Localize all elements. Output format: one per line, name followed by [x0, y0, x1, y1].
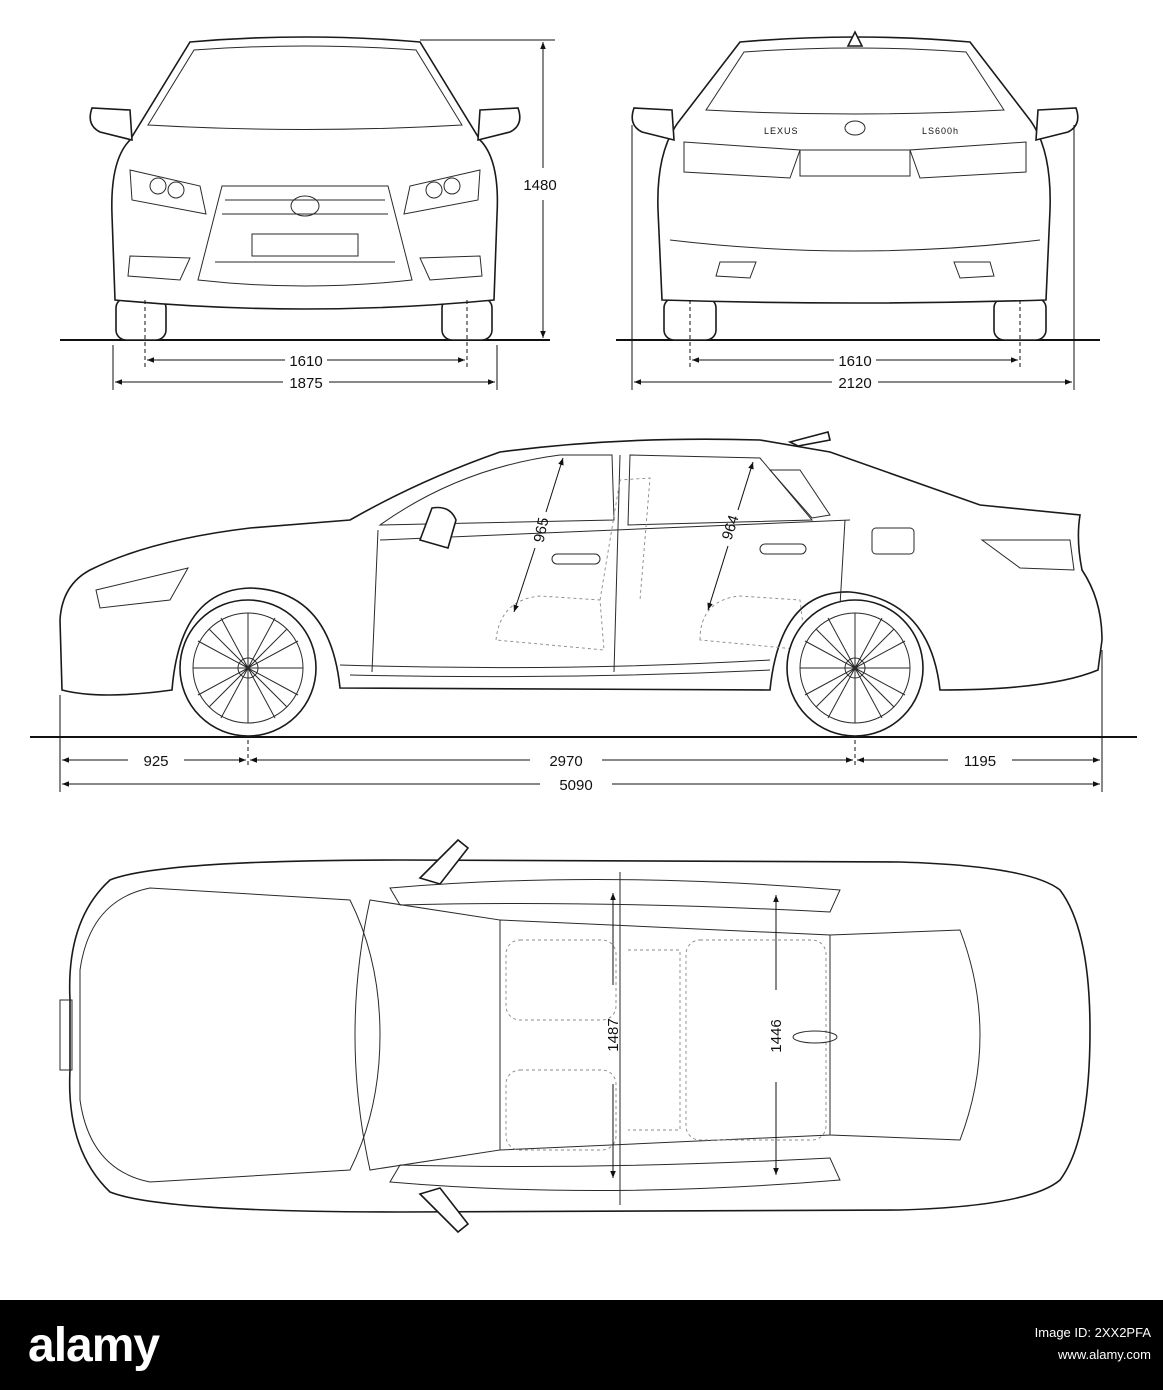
footer-brand-logo: alamy	[28, 1319, 160, 1372]
overall-height-label: 1480	[523, 177, 556, 194]
rear-model-badge: LS600h	[922, 126, 959, 136]
car-blueprint-drawing: 1610 1875 1480 LEXUS LS600h	[30, 30, 1137, 1234]
front-track-label: 1610	[289, 353, 322, 370]
rear-view: LEXUS LS600h 1610 2120	[616, 30, 1100, 392]
front-shoulder-width-label: 1487	[605, 1018, 622, 1051]
rear-overhang-label: 1195	[964, 753, 996, 770]
front-view: 1610 1875 1480	[60, 36, 557, 392]
wheelbase-label: 2970	[549, 753, 582, 770]
rear-shoulder-width-label: 1446	[768, 1019, 785, 1052]
image-id-label: Image ID: 2XX2PFA	[1034, 1325, 1151, 1340]
mirror-width-label: 2120	[838, 375, 871, 392]
front-headroom-label: 965	[531, 516, 553, 544]
front-wheel	[179, 599, 317, 737]
overall-length-label: 5090	[559, 777, 592, 794]
stock-footer-banner: alamy Image ID: 2XX2PFA www.alamy.com	[0, 1300, 1163, 1390]
top-view: 1487 1446	[59, 838, 1091, 1234]
rear-track-label: 1610	[838, 353, 871, 370]
front-width-label: 1875	[289, 375, 322, 392]
front-overhang-label: 925	[143, 753, 168, 770]
side-view: 965 964 925 2970 1195 5090	[30, 431, 1137, 794]
site-url-label: www.alamy.com	[1058, 1347, 1151, 1362]
rear-brand-badge: LEXUS	[764, 126, 799, 136]
rear-headroom-label: 964	[719, 513, 743, 542]
rear-wheel	[786, 599, 924, 737]
footer-reference: Image ID: 2XX2PFA www.alamy.com	[1035, 1322, 1151, 1366]
